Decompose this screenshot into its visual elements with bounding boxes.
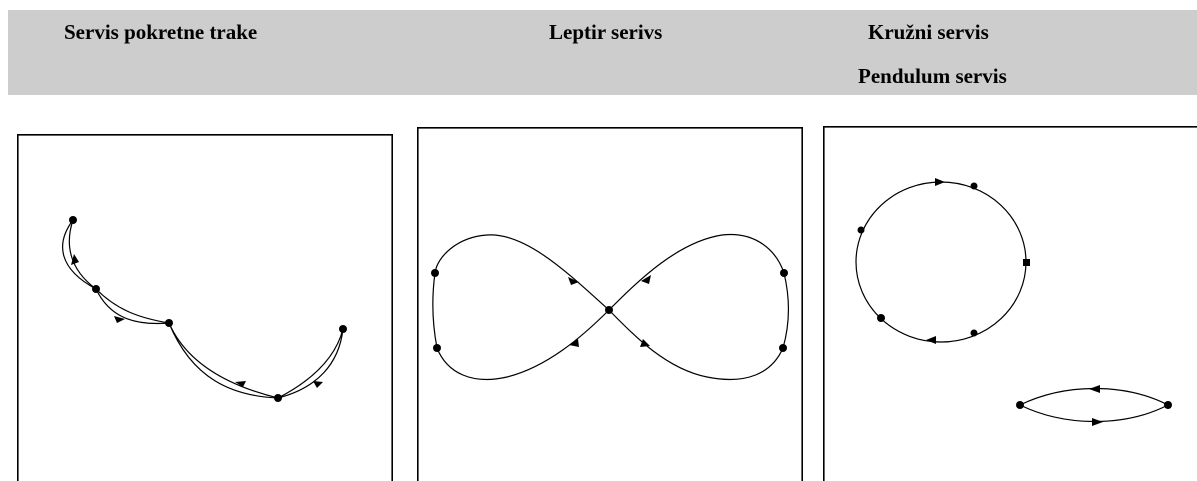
trajectory-path: [68, 219, 97, 290]
contact-point: [274, 394, 282, 402]
direction-arrow: [235, 381, 246, 387]
direction-arrow: [640, 339, 650, 347]
direction-arrow: [1089, 385, 1100, 393]
contact-point: [1016, 401, 1024, 409]
trajectory-path: [277, 328, 344, 399]
direction-arrow: [641, 275, 651, 284]
circular-serve-diagram: [823, 126, 1197, 481]
contact-point: [970, 182, 978, 190]
contact-point: [1164, 401, 1172, 409]
direction-arrow: [114, 316, 125, 323]
circular-serve-label: Kružni servis: [868, 20, 989, 44]
direction-arrow: [1092, 418, 1103, 426]
contact-point: [92, 285, 100, 293]
contact-point: [339, 325, 347, 333]
trajectory-path: [277, 328, 344, 399]
contact-point: [431, 269, 439, 277]
contact-point: [69, 216, 77, 224]
butterfly-serve-label: Leptir serivs: [549, 20, 663, 44]
trajectory-path: [95, 288, 170, 324]
direction-arrow: [926, 336, 936, 344]
trajectory-path: [62, 219, 97, 290]
diagram-frame: [823, 126, 1197, 481]
contact-point: [970, 329, 978, 337]
contact-point: [605, 306, 613, 314]
contact-point: [780, 269, 788, 277]
conveyor-serve-diagram: [17, 134, 393, 481]
pendulum-trajectory: [1019, 387, 1169, 406]
diagram-frame: [417, 127, 803, 481]
header-band: [8, 10, 1197, 95]
contact-point: [857, 226, 865, 234]
contact-point: [433, 344, 441, 352]
trajectory-path: [168, 322, 279, 399]
trajectory-path: [95, 288, 170, 325]
direction-arrow: [569, 339, 579, 347]
contact-point: [877, 314, 885, 322]
conveyor-serve-label: Servis pokretne trake: [64, 20, 258, 44]
contact-point: [779, 344, 787, 352]
pendulum-serve-label: Pendulum servis: [858, 64, 1007, 88]
diagram-frame: [17, 134, 393, 481]
direction-arrow: [71, 254, 79, 265]
trajectory-path: [168, 322, 279, 399]
direction-arrow: [313, 381, 323, 388]
contact-point: [1023, 259, 1030, 266]
direction-arrow: [568, 277, 579, 285]
butterfly-serve-diagram: [417, 127, 803, 481]
direction-arrow: [935, 178, 945, 186]
contact-point: [165, 319, 173, 327]
